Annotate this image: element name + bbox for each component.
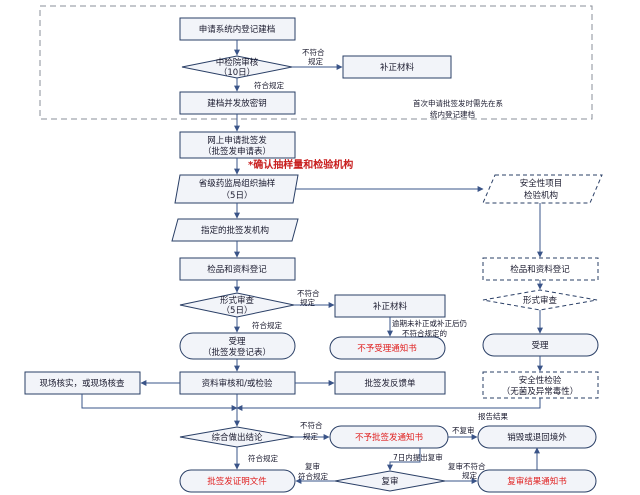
- edge-nonconform-1b: 规定: [308, 56, 323, 66]
- arrow-onsite-back: [81, 394, 238, 411]
- text-recheck-result: 复审结果通知书: [507, 476, 567, 487]
- note-first-1: 首次申请批签发时需先在系: [413, 98, 503, 108]
- text-destroy: 销毁或退回境外: [507, 432, 567, 443]
- node-supp-1: [342, 55, 452, 79]
- node-online-apply: [179, 131, 296, 159]
- node-designated: [171, 218, 299, 242]
- node-province-sample: [174, 174, 299, 204]
- note-overdue-1: 逾期未补正或补正后仍: [392, 318, 467, 328]
- text-formal-right: 形式审查: [523, 295, 558, 306]
- text-online-apply-1: 网上申请批签发: [207, 135, 267, 146]
- note-first-2: 统内登记建档: [430, 109, 475, 119]
- node-not-accept: [329, 336, 446, 360]
- edge-recheck-nonconform-2: 规定: [462, 470, 477, 480]
- text-online-apply-2: （批签发申请表）: [203, 146, 271, 157]
- edge-no-recheck: 不复审: [452, 425, 475, 435]
- text-province-sample-2: （5日）: [222, 190, 253, 201]
- arrow-report-result: [236, 398, 541, 411]
- note-report: 报告结果: [478, 411, 508, 421]
- edge-apply-recheck: 7日内提出复审: [393, 452, 443, 462]
- arrow-notissue-recheck: [387, 448, 421, 471]
- text-formal-left-1: 形式审查: [220, 295, 255, 306]
- text-not-issue: 不予批签发通知书: [355, 432, 424, 443]
- edge-conform-1: 符合规定: [254, 80, 284, 90]
- text-feedback: 批签发反馈单: [364, 378, 416, 389]
- node-feedback: [334, 371, 446, 395]
- edge-nonconform-2b: 规定: [300, 297, 315, 307]
- edge-recheck-conform-2: 符合规定: [298, 471, 328, 481]
- note-overdue-2: 不符合规定的: [402, 328, 447, 338]
- edge-nonconform-3b: 规定: [303, 431, 318, 441]
- text-accept-left-2: （批签发登记表）: [203, 347, 271, 358]
- node-formal-right: [482, 289, 598, 311]
- highlight-confirm: *确认抽样量和检验机构: [248, 158, 353, 171]
- text-archive-key: 建档并发放密钥: [207, 98, 267, 109]
- text-review-test: 资料审核和/或检验: [202, 378, 273, 389]
- text-designated: 指定的批签发机构: [201, 225, 269, 236]
- text-reg-system: 申请系统内登记建档: [199, 24, 276, 35]
- registration-frame: [39, 5, 593, 120]
- edge-conform-2: 符合规定: [252, 320, 282, 330]
- node-receive-right: [482, 257, 599, 281]
- text-onsite: 现场核实，或现场核查: [39, 378, 125, 389]
- edge-recheck-nonconform-1: 复审不符合: [448, 461, 486, 471]
- text-accept-left-1: 受理: [228, 336, 246, 347]
- edge-recheck-conform-1: 复审: [305, 461, 320, 471]
- text-province-sample-1: 省级药监局组织抽样: [199, 178, 276, 189]
- text-safety-agency-2: 检验机构: [524, 190, 558, 201]
- text-formal-left-2: （5日）: [222, 305, 253, 316]
- text-not-accept: 不予受理通知书: [357, 343, 417, 354]
- edge-conform-3: 符合规定: [248, 453, 278, 463]
- text-safety-agency-1: 安全性项目: [520, 178, 563, 189]
- text-accept-right: 受理: [531, 340, 549, 351]
- text-receive-right: 检品和资料登记: [510, 264, 570, 275]
- node-safety-agency: [482, 174, 603, 204]
- edge-nonconform-2a: 不符合: [297, 288, 320, 298]
- text-supp-2: 补正材料: [373, 301, 408, 312]
- text-recheck: 复审: [381, 476, 398, 487]
- text-receive-left: 检品和资料登记: [207, 264, 267, 275]
- text-center-review-2: （10日）: [219, 67, 255, 78]
- text-supp-1: 补正材料: [380, 62, 415, 73]
- edge-nonconform-1a: 不符合: [302, 47, 325, 57]
- node-certificate: [179, 469, 296, 493]
- text-safety-test-1: 安全性检验: [519, 375, 562, 386]
- text-center-review-1: 中检院审核: [216, 57, 259, 68]
- edge-nonconform-3a: 不符合: [300, 420, 323, 430]
- text-certificate: 批签发证明文件: [207, 476, 267, 487]
- text-conclusion: 综合做出结论: [211, 432, 263, 443]
- text-safety-test-2: （无菌及异常毒性）: [502, 386, 579, 397]
